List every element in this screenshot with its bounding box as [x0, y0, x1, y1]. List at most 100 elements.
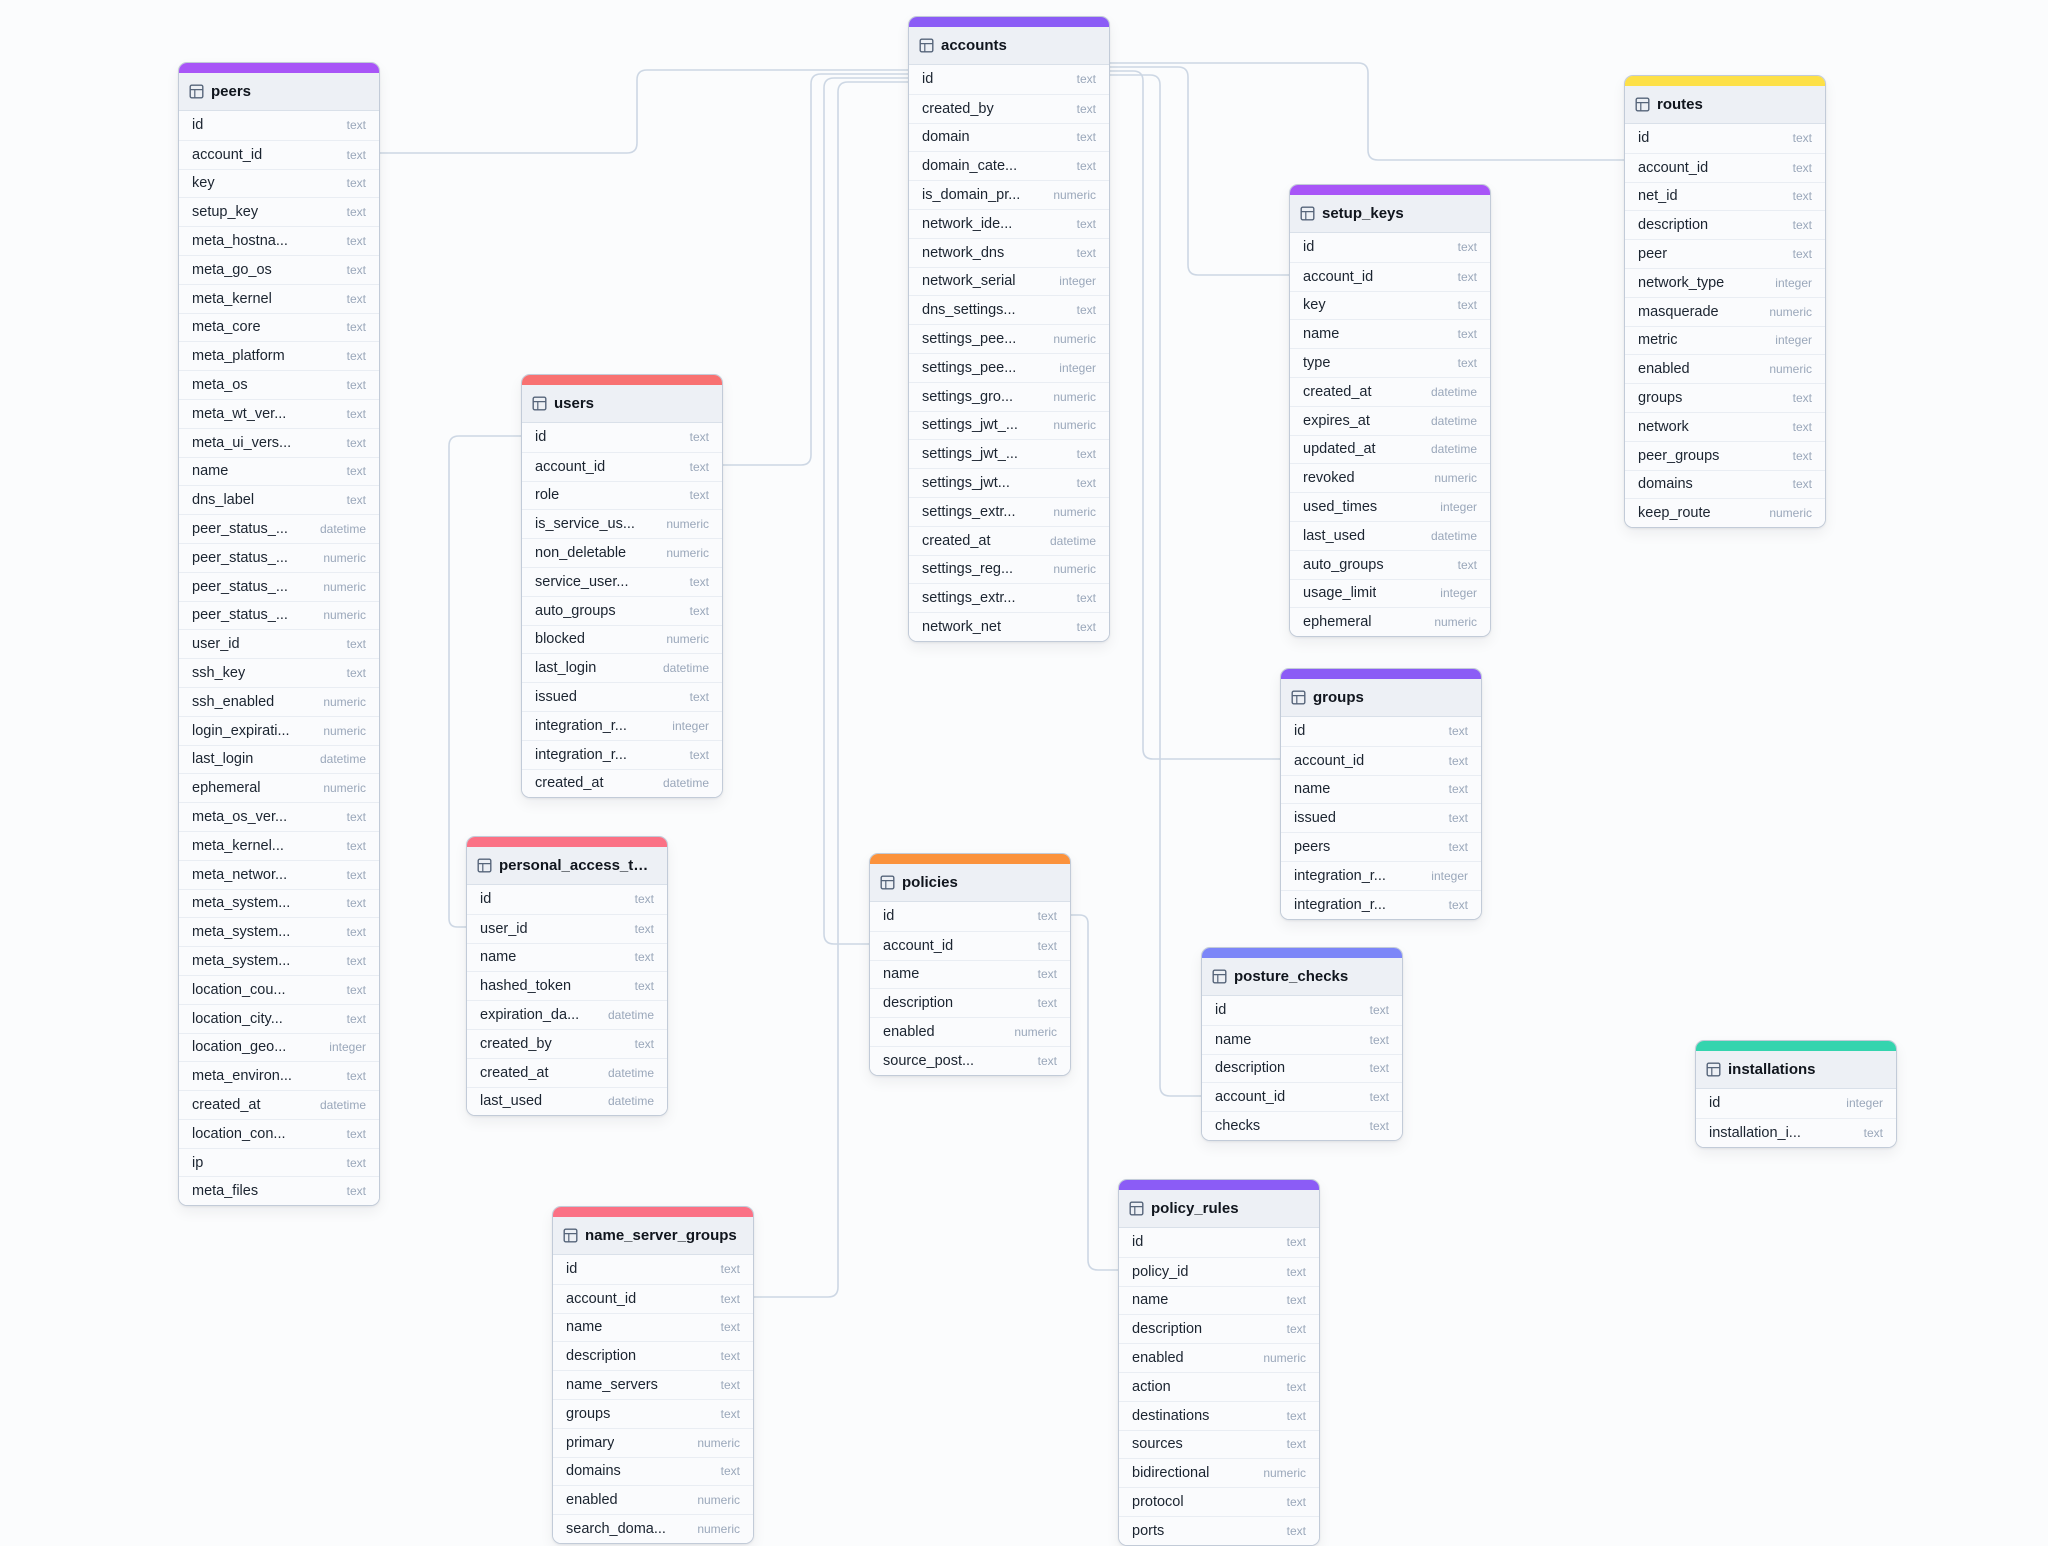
field-row: meta_networ...text — [179, 859, 379, 889]
field-name: key — [192, 175, 215, 192]
field-name: meta_os — [192, 377, 248, 394]
field-name: issued — [1294, 810, 1336, 827]
field-name: groups — [1638, 390, 1683, 407]
field-row: expiration_da...datetime — [467, 1000, 667, 1029]
field-name: meta_platform — [192, 348, 285, 365]
table-accent-bar — [1290, 185, 1490, 195]
field-name: name_servers — [566, 1377, 658, 1394]
field-type: text — [1369, 1061, 1389, 1076]
field-name: meta_go_os — [192, 261, 272, 278]
field-type: text — [1863, 1125, 1883, 1140]
field-type: text — [634, 1036, 654, 1051]
field-row: meta_ui_vers...text — [179, 427, 379, 457]
relationship-line — [448, 435, 521, 928]
field-type: text — [689, 690, 709, 705]
field-name: meta_system... — [192, 924, 291, 941]
field-row: meta_system...text — [179, 888, 379, 918]
field-row: meta_environ...text — [179, 1061, 379, 1091]
field-type: datetime — [1049, 533, 1096, 548]
field-name: settings_jwt... — [922, 475, 1010, 492]
table-header: policy_rules — [1119, 1190, 1319, 1228]
field-name: meta_kernel — [192, 290, 272, 307]
field-name: used_times — [1303, 499, 1378, 516]
field-row: settings_extr...numeric — [909, 496, 1109, 526]
field-type: text — [720, 1378, 740, 1393]
field-name: created_at — [192, 1096, 261, 1113]
field-row: integration_r...integer — [1281, 860, 1481, 890]
field-name: is_service_us... — [535, 516, 635, 533]
field-type: datetime — [319, 1097, 366, 1112]
field-type: numeric — [697, 1435, 740, 1450]
field-name: meta_networ... — [192, 866, 288, 883]
field-type: numeric — [697, 1493, 740, 1508]
field-type: numeric — [1053, 418, 1096, 433]
field-row: location_geo...integer — [179, 1032, 379, 1062]
field-name: net_id — [1638, 188, 1678, 205]
field-name: expiration_da... — [480, 1007, 580, 1024]
field-row: location_cou...text — [179, 974, 379, 1004]
field-type: text — [346, 262, 366, 277]
table-accent-bar — [553, 1207, 753, 1217]
field-type: integer — [329, 1040, 366, 1055]
field-name: source_post... — [883, 1052, 975, 1069]
field-row: settings_pee...integer — [909, 352, 1109, 382]
field-name: groups — [566, 1405, 611, 1422]
field-name: integration_r... — [1294, 896, 1386, 913]
field-type: numeric — [323, 694, 366, 709]
field-type: numeric — [1053, 332, 1096, 347]
table-icon — [1706, 1062, 1721, 1077]
field-name: account_id — [1294, 752, 1365, 769]
field-type: text — [689, 430, 709, 445]
field-name: last_used — [480, 1093, 543, 1110]
table-icon — [1635, 97, 1650, 112]
field-name: destinations — [1132, 1407, 1210, 1424]
field-name: expires_at — [1303, 412, 1370, 429]
field-type: text — [1448, 753, 1468, 768]
table-icon — [919, 38, 934, 53]
field-type: text — [346, 1011, 366, 1026]
field-name: created_at — [922, 532, 991, 549]
field-type: numeric — [666, 517, 709, 532]
field-name: domains — [1638, 476, 1693, 493]
table-header: personal_access_tokens — [467, 847, 667, 885]
table-title: setup_keys — [1322, 205, 1404, 222]
field-name: meta_kernel... — [192, 837, 284, 854]
field-type: numeric — [1263, 1351, 1306, 1366]
field-name: created_by — [922, 100, 994, 117]
field-type: text — [720, 1406, 740, 1421]
field-name: peer_status_... — [192, 521, 288, 538]
field-row: installation_i...text — [1696, 1117, 1896, 1147]
field-type: text — [1286, 1379, 1306, 1394]
table-node-personal_access_tokens[interactable]: personal_access_tokensidtextuser_idtextn… — [466, 836, 668, 1117]
field-name: ports — [1132, 1522, 1165, 1539]
